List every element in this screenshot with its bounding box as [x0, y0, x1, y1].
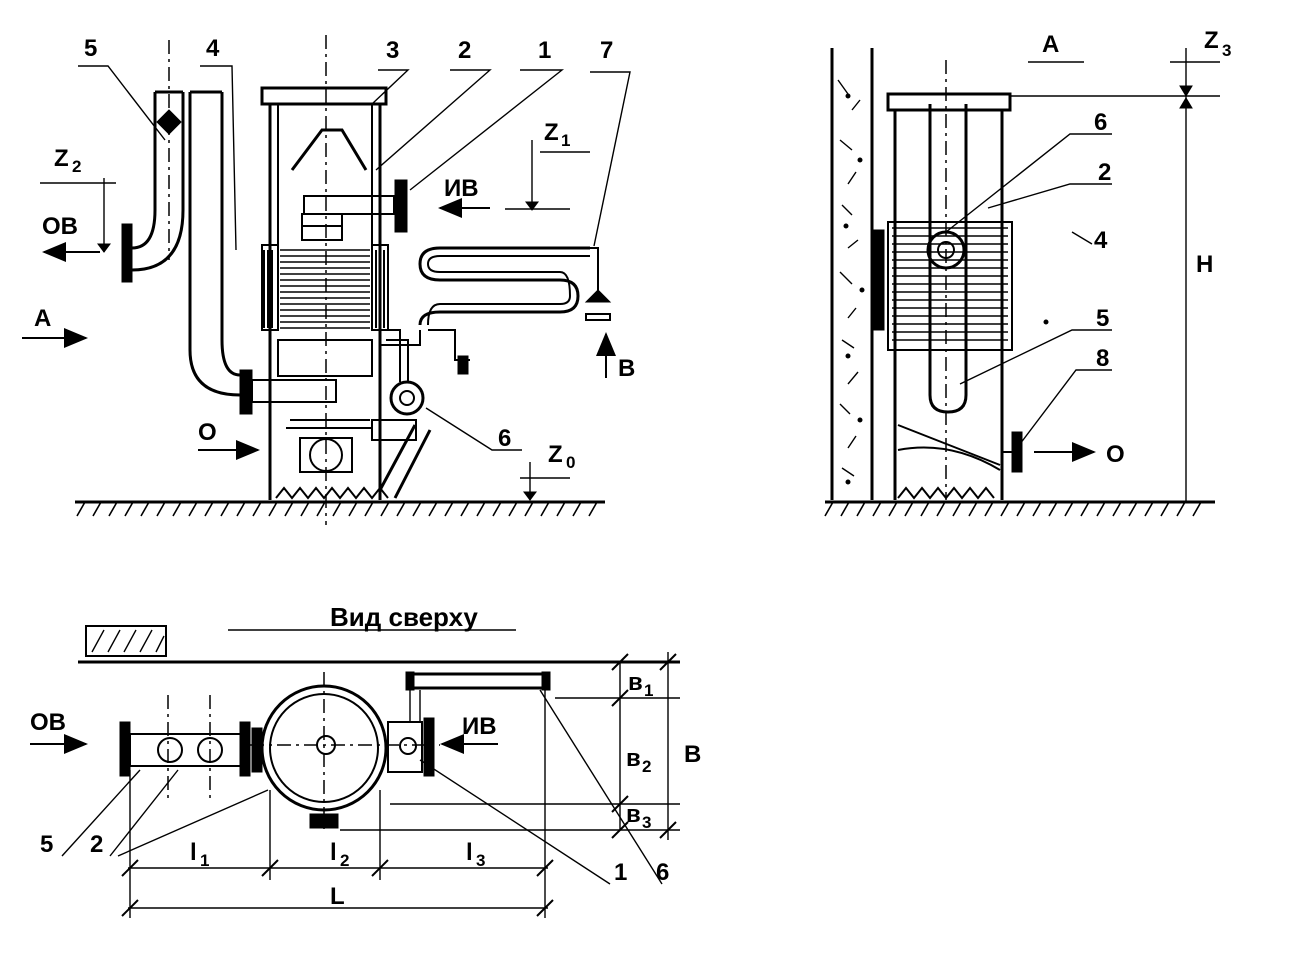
view-a-label-8: 8: [1096, 345, 1109, 372]
label-1: 1: [538, 37, 551, 64]
view-a: А Z 3 6 2 4 H 5 8 О: [824, 27, 1231, 517]
label-a: А: [34, 305, 51, 332]
label-b-total: В: [684, 741, 701, 768]
view-a-label-o: О: [1106, 441, 1125, 468]
label-z3-sub: 3: [1222, 41, 1231, 60]
top-view-label-iv: ИВ: [462, 713, 497, 740]
view-a-heater: [871, 60, 1023, 500]
label-z0: Z: [548, 441, 563, 468]
hot-water-outlet-pipe: [121, 40, 185, 283]
label-iv: ИВ: [444, 175, 479, 202]
label-5: 5: [84, 35, 97, 62]
label-b3: в: [626, 801, 641, 828]
label-2: 2: [458, 37, 471, 64]
top-view-wall: [78, 625, 680, 664]
side-view: 5 4 3 2 1 7 Z 1 Z 2 ИВ ОВ А В О 6 Z 0: [22, 35, 635, 525]
top-view-coil: [405, 671, 551, 691]
label-l1-sub: 1: [200, 851, 209, 870]
view-a-label-2: 2: [1098, 159, 1111, 186]
top-view-outlet-pipe: [119, 695, 263, 800]
label-z1: Z: [544, 119, 559, 146]
label-7: 7: [600, 37, 613, 64]
wall: [830, 48, 874, 500]
label-ov: ОВ: [42, 213, 78, 240]
side-view-leaders: [78, 65, 631, 451]
top-view-dimensions: [121, 652, 680, 918]
view-a-title: А: [1042, 31, 1059, 58]
view-a-dimensions: [1010, 48, 1220, 502]
view-a-label-5: 5: [1096, 305, 1109, 332]
label-b: В: [618, 355, 635, 382]
top-view-label-5: 5: [40, 831, 53, 858]
top-view-leaders: [61, 689, 663, 885]
label-6: 6: [498, 425, 511, 452]
label-o: О: [198, 419, 217, 446]
side-view-arrows: [22, 242, 616, 460]
label-z1-sub: 1: [561, 131, 570, 150]
label-z2: Z: [54, 145, 69, 172]
serpentine-coil-7: [380, 246, 612, 375]
view-a-floor: [824, 500, 1215, 517]
label-l3-sub: 3: [476, 851, 485, 870]
label-z3: Z: [1204, 27, 1219, 54]
gas-valve-6: [371, 329, 432, 499]
side-view-floor: [75, 500, 605, 517]
circulation-pipe: [188, 90, 337, 415]
top-view-label-2: 2: [90, 831, 103, 858]
top-view-label-ov: ОВ: [30, 709, 66, 736]
label-3: 3: [386, 37, 399, 64]
label-b1: в: [628, 669, 643, 696]
gas-burner: [277, 339, 373, 473]
view-a-label-6: 6: [1094, 109, 1107, 136]
label-b2-sub: 2: [642, 757, 651, 776]
label-l2-sub: 2: [340, 851, 349, 870]
label-l2: l: [330, 839, 337, 866]
top-view-title: Вид сверху: [330, 602, 478, 632]
label-b1-sub: 1: [644, 681, 653, 700]
top-view-label-6: 6: [656, 859, 669, 886]
label-b2: в: [626, 745, 641, 772]
side-view-level-marks: [40, 140, 590, 501]
label-b3-sub: 3: [642, 813, 651, 832]
cold-water-inlet: [301, 179, 408, 241]
top-view-label-1: 1: [614, 859, 627, 886]
label-4: 4: [206, 35, 220, 62]
view-a-label-4: 4: [1094, 227, 1108, 254]
label-z0-sub: 0: [566, 453, 575, 472]
top-view-inlet-valve: [387, 690, 435, 777]
heat-exchanger-coil: [261, 244, 389, 331]
label-l3: l: [466, 839, 473, 866]
top-view: Вид сверху: [30, 602, 701, 918]
label-z2-sub: 2: [72, 157, 81, 176]
label-l1: l: [190, 839, 197, 866]
label-h: H: [1196, 251, 1213, 278]
label-L: L: [330, 883, 345, 910]
view-a-leaders: [945, 133, 1112, 445]
top-view-heater: [250, 672, 440, 830]
